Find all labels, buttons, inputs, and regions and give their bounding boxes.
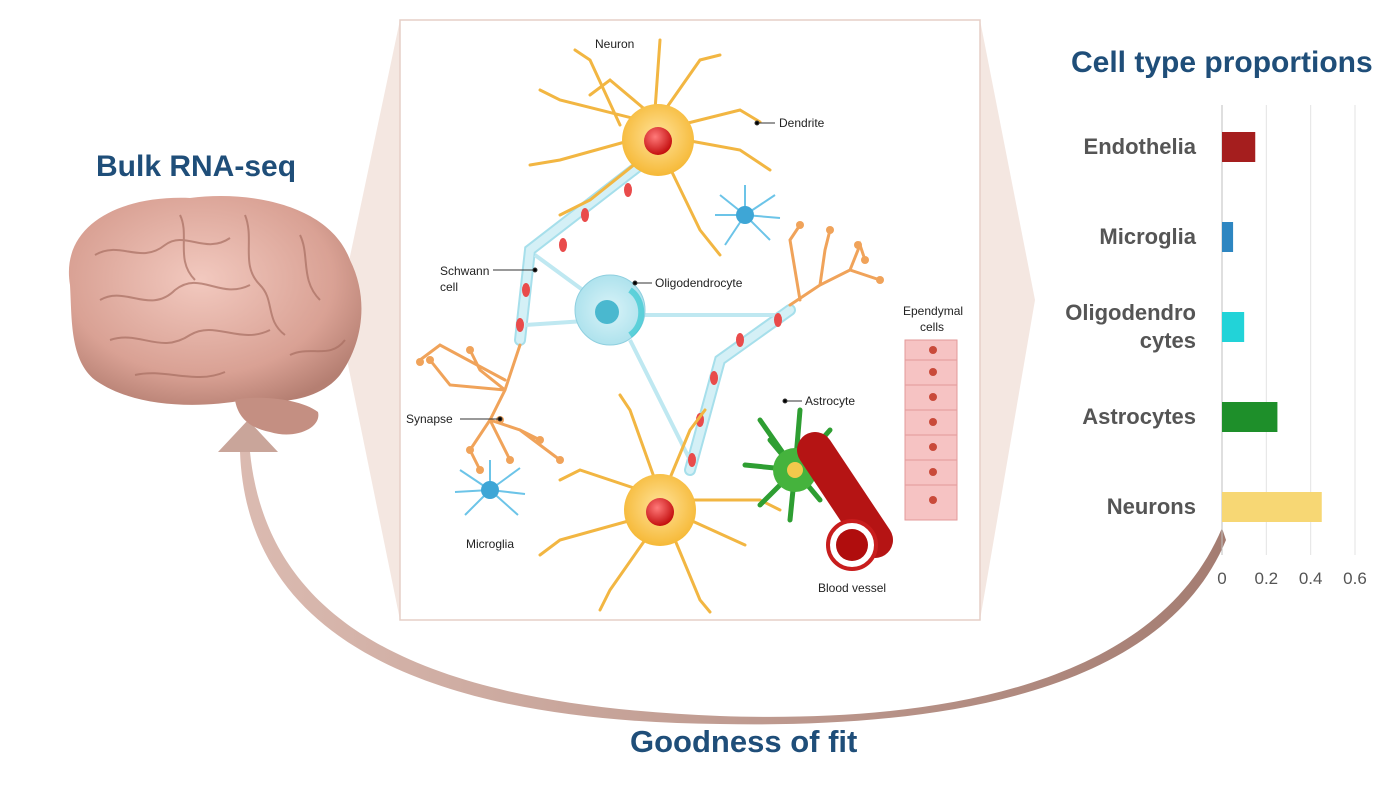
label-synapse: Synapse <box>406 412 453 426</box>
category-label-microglia: Microglia <box>1099 224 1196 249</box>
myelin-sheaths <box>514 159 796 476</box>
ependymal-cells <box>904 339 958 521</box>
x-tick-label: 0 <box>1217 569 1227 588</box>
brain-illustration <box>68 195 362 435</box>
x-tick-label: 0.6 <box>1343 569 1367 588</box>
chart-bars <box>1222 132 1322 522</box>
neuron-top <box>528 38 772 257</box>
neuron-bottom <box>538 393 782 614</box>
oligodendrocyte-cell <box>574 274 646 346</box>
microglia-cell-bottom <box>454 460 526 516</box>
label-astrocyte: Astrocyte <box>805 394 855 408</box>
label-dendrite: Dendrite <box>779 116 825 130</box>
bar-astrocytes <box>1222 402 1278 432</box>
label-schwann-line2: cell <box>440 280 458 294</box>
bar-neurons <box>1222 492 1322 522</box>
label-ependymal-line1: Ependymal <box>903 304 963 318</box>
zoom-wedge-right <box>980 20 1035 620</box>
label-blood-vessel: Blood vessel <box>818 581 886 595</box>
bar-endothelia <box>1222 132 1256 162</box>
microglia-cell-top <box>715 185 781 246</box>
bar-oligodendrocytes <box>1222 312 1245 342</box>
label-neuron: Neuron <box>595 37 634 51</box>
bulk-rna-seq-title: Bulk RNA-seq <box>96 150 297 183</box>
zoom-wedge-left <box>345 20 400 620</box>
category-label-endothelia: Endothelia <box>1083 134 1196 159</box>
category-label-neurons: Neurons <box>1106 494 1196 519</box>
goodness-of-fit-title: Goodness of fit <box>630 724 858 759</box>
bar-microglia <box>1222 222 1234 252</box>
label-schwann-line1: Schwann <box>440 264 489 278</box>
leader-lines <box>460 120 802 422</box>
label-microglia: Microglia <box>466 537 514 551</box>
x-tick-label: 0.2 <box>1254 569 1279 588</box>
blood-vessel <box>797 432 893 571</box>
neuroglia-diagram-panel <box>399 19 981 621</box>
synapse-axon <box>416 221 884 474</box>
category-label-astrocytes: Astrocytes <box>1082 404 1196 429</box>
goodness-of-fit-arrow <box>218 420 1226 725</box>
label-ependymal-line2: cells <box>920 320 944 334</box>
x-tick-label: 0.4 <box>1298 569 1323 588</box>
label-oligodendrocyte: Oligodendrocyte <box>655 276 743 290</box>
chart-title: Cell type proportions <box>1071 46 1373 79</box>
